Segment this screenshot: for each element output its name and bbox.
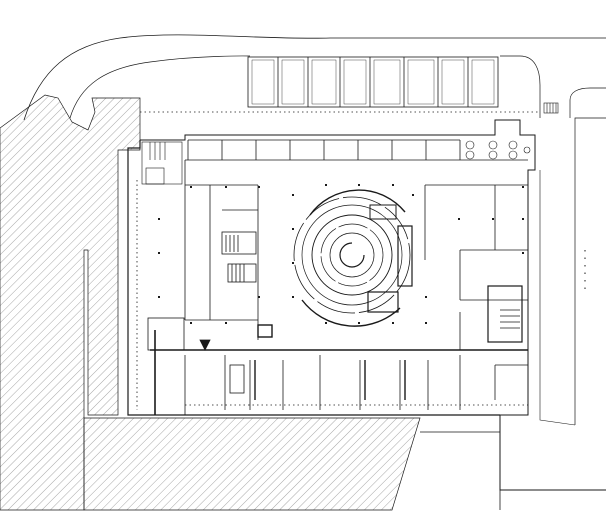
stair-northwest bbox=[141, 141, 183, 185]
north-rooms bbox=[187, 139, 461, 160]
road-curve-outer bbox=[23, 34, 606, 121]
stair-east bbox=[543, 102, 559, 114]
road-edge-east-curb bbox=[574, 117, 606, 425]
road-edge-east-outer bbox=[569, 87, 606, 118]
parking-bays bbox=[247, 56, 499, 108]
tree-icons bbox=[465, 140, 531, 160]
road-edge-east bbox=[500, 55, 541, 118]
sidewalk-east bbox=[539, 170, 576, 426]
east-wing-rooms bbox=[424, 184, 528, 350]
central-rotunda bbox=[293, 189, 413, 327]
road-curve-inner bbox=[69, 55, 251, 119]
west-wing-rooms bbox=[147, 160, 273, 351]
column-grid bbox=[158, 184, 524, 324]
hatched-terrain-west bbox=[0, 94, 141, 511]
southeast-annex bbox=[420, 431, 501, 510]
hatched-terrain-south bbox=[83, 417, 421, 511]
south-wing-rooms bbox=[184, 339, 528, 415]
building-outline bbox=[127, 119, 606, 491]
